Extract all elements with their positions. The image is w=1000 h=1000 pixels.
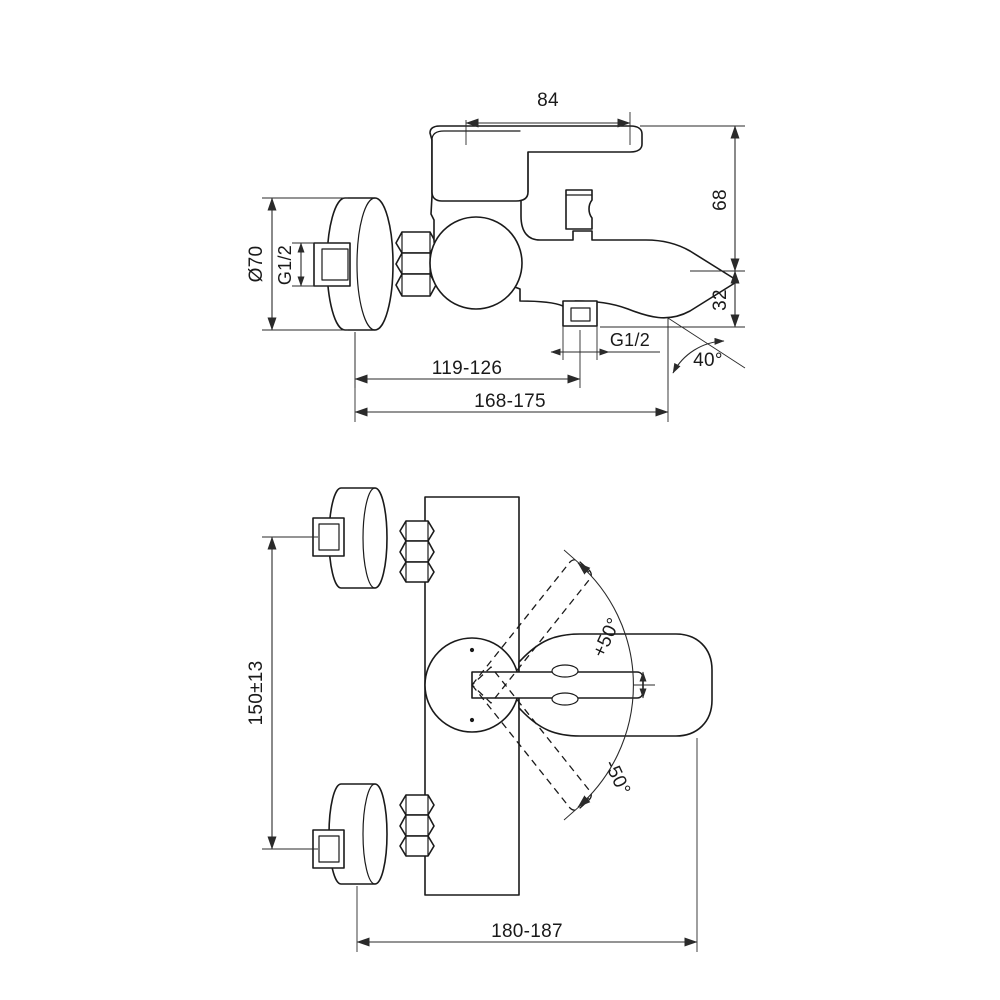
dimension-label-150pm13: 150±13 <box>246 660 267 725</box>
dimension-label-diameter70: Ø70 <box>246 246 267 283</box>
dimension-depth-119-126: 119-126 <box>354 330 581 388</box>
side-view-escutcheon <box>326 197 394 331</box>
front-view-lower-hex-nut <box>399 794 435 857</box>
dimension-label-180-187: 180-187 <box>491 921 563 942</box>
front-view-upper-escutcheon <box>312 487 388 589</box>
dimension-width-180-187: 180-187 <box>356 738 698 952</box>
front-view-lower-escutcheon <box>312 783 388 885</box>
front-view-upper-hex-nut <box>399 520 435 583</box>
dimension-label-inlet-g12: G1/2 <box>275 245 295 285</box>
dimension-label-40deg: 40° <box>693 350 723 371</box>
dimension-inlet-thread: G1/2 <box>275 242 330 287</box>
dimension-label-168-175: 168-175 <box>474 391 546 412</box>
dimension-height-68: 68 <box>640 125 745 272</box>
dimension-label-119-126: 119-126 <box>432 358 502 379</box>
dimension-depth-168-175: 168-175 <box>354 318 669 422</box>
side-view-cartridge-ball <box>429 216 523 310</box>
dimension-swivel-angles: +50° -50° <box>563 549 634 821</box>
front-view-lever-handle <box>471 664 644 706</box>
dimension-height-32: 32 <box>600 270 745 328</box>
side-view-shower-outlet <box>562 300 598 327</box>
dimension-label-84: 84 <box>537 90 559 111</box>
front-view-group: +50° -50° 150±13 180-187 <box>246 487 713 952</box>
dimension-label-32: 32 <box>710 289 731 311</box>
dimension-lever-length: 84 <box>465 90 631 145</box>
dimension-label-outlet-g12: G1/2 <box>610 330 650 350</box>
dimension-label-68: 68 <box>710 189 731 211</box>
side-view-group: 84 68 32 Ø70 <box>246 90 746 422</box>
dimension-inlet-centers: 150±13 <box>246 536 318 850</box>
dimension-spout-angle: 40° <box>667 317 746 390</box>
side-view-inlet-spigot <box>313 242 351 287</box>
dimension-escutcheon-diameter: Ø70 <box>246 197 348 331</box>
side-view-lever-handle <box>429 125 643 202</box>
dimension-outlet-thread: G1/2 <box>550 326 660 360</box>
side-view-diverter-knob <box>565 189 593 230</box>
front-view-lever-tip-gap <box>633 671 655 699</box>
